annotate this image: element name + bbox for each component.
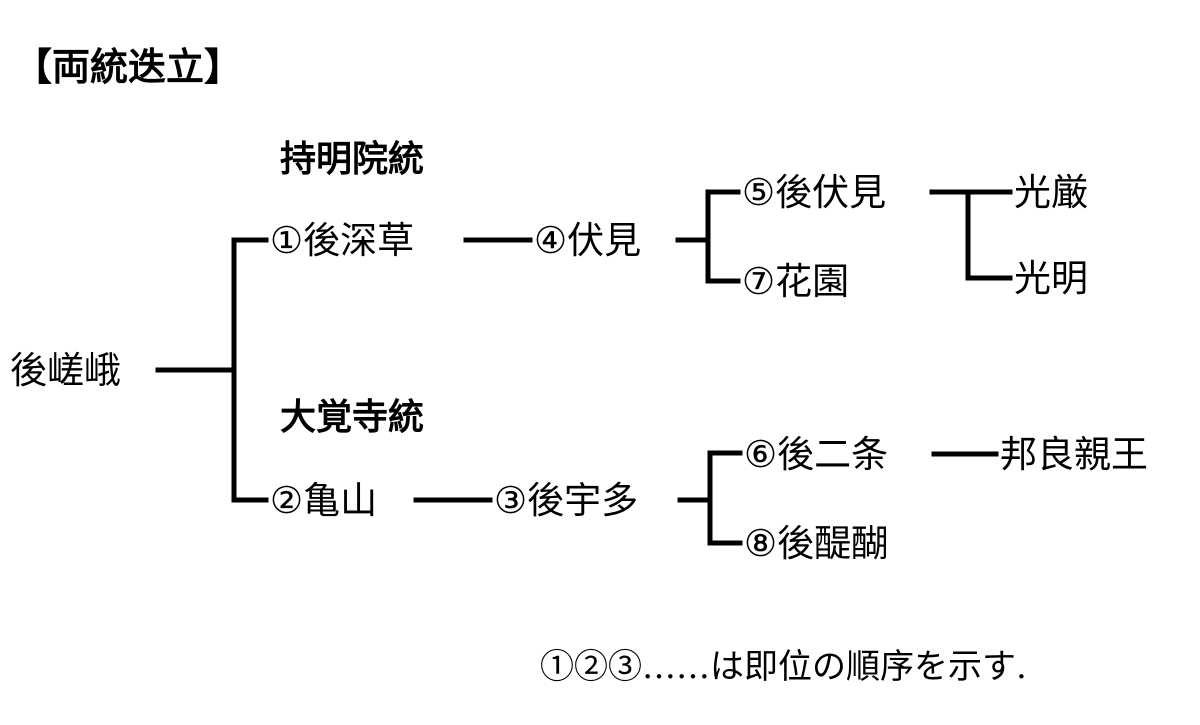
node-go-daigo: ⑧後醍醐 (744, 522, 889, 565)
diagram-title: 【両統迭立】 (14, 45, 243, 89)
node-fushimi: ④伏見 (534, 219, 642, 262)
node-go-saga: 後嵯峨 (10, 349, 121, 392)
node-kameyama: ②亀山 (270, 479, 378, 522)
node-hanazono: ⑦花園 (742, 260, 850, 303)
lineage-label-daikakuji: 大覚寺統 (280, 397, 425, 438)
node-go-fushimi: ⑤後伏見 (742, 171, 887, 214)
node-kuniyoshi: 邦良親王 (1000, 433, 1148, 476)
node-komyo: 光明 (1014, 257, 1088, 300)
node-go-nijo: ⑥後二条 (744, 433, 889, 476)
node-go-uda: ③後宇多 (494, 479, 639, 522)
footnote: ①②③……は即位の順序を示す. (540, 647, 1027, 687)
node-go-fukakusa: ①後深草 (270, 219, 415, 262)
node-kogon: 光厳 (1014, 171, 1088, 214)
lineage-label-jimyoin: 持明院統 (280, 139, 425, 180)
